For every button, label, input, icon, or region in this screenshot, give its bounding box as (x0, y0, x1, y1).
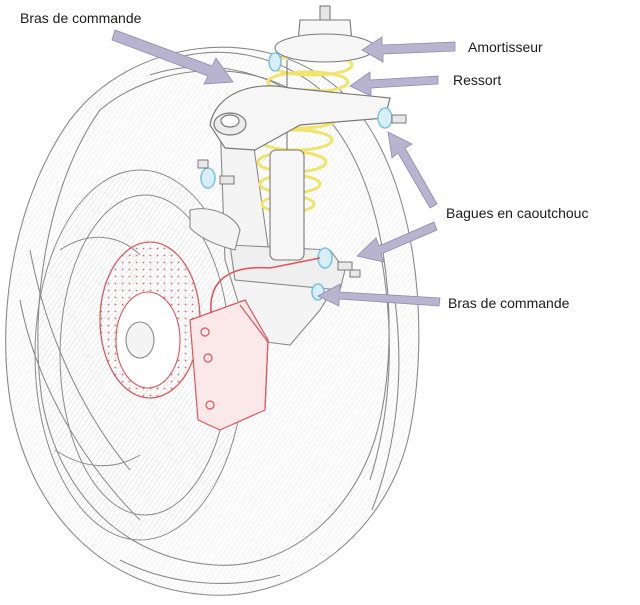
rubber-bushings (200, 52, 393, 301)
arrow-spring (349, 71, 439, 97)
upper-control-arm (209, 85, 391, 151)
label-rubber-bushings: Bagues en caoutchouc (446, 205, 589, 221)
lower-control-arm (189, 119, 346, 346)
arrow-shock-absorber (361, 36, 456, 63)
brake-line (210, 257, 321, 321)
callout-arrows (111, 29, 456, 307)
brake-disc (99, 241, 201, 399)
label-control-arm-bottom: Bras de commande (448, 295, 570, 311)
label-shock-absorber: Amortisseur (468, 39, 543, 55)
arrow-rubber-bushings-1 (387, 131, 438, 209)
shock-absorber (269, 5, 376, 261)
arrow-control-arm-bottom (317, 283, 441, 307)
bolts (197, 114, 407, 278)
arrow-control-arm-top (111, 29, 234, 85)
label-control-arm-top: Bras de commande (20, 10, 142, 26)
brake-caliper (189, 299, 269, 431)
label-spring: Ressort (453, 72, 502, 88)
arrow-rubber-bushings-2 (356, 221, 438, 263)
